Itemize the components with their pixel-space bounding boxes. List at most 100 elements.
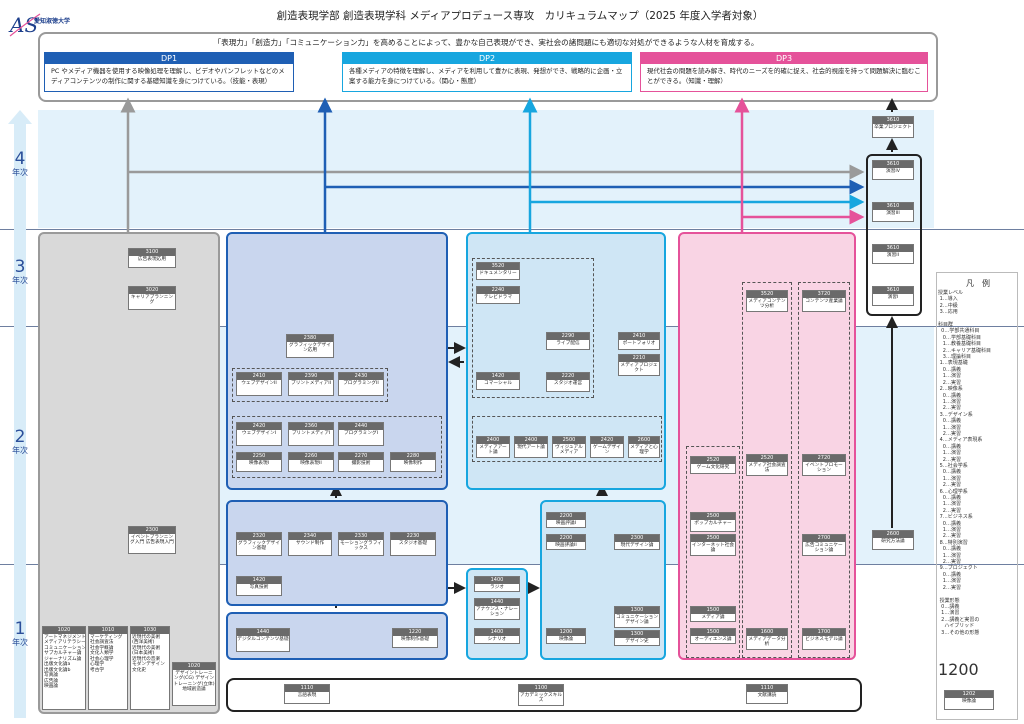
band-year4 <box>38 110 934 228</box>
divider-4-3 <box>0 229 1024 230</box>
dp3-box: DP3 現代社会の問題を読み解き、時代のニーズを的確に捉え、社会的視座を持って問… <box>640 52 928 92</box>
cluster-dp3-b <box>742 282 792 658</box>
cluster-year2-upper <box>232 368 388 402</box>
cluster-dp2-media <box>472 416 662 462</box>
legend-box <box>936 272 1018 720</box>
divider-2-1 <box>0 564 1024 565</box>
dp2-box: DP2 各種メディアの特徴を理解し、メディアを利用して豊かに表現、発想ができ、戦… <box>342 52 632 92</box>
dp1-title: DP1 <box>45 53 293 64</box>
dp1-text: PC やメディア機器を使用する映像処理を理解し、ビデオやパンフレットなどのメディ… <box>51 67 285 85</box>
cluster-dp3-c <box>798 282 850 658</box>
dp1-box: DP1 PC やメディア機器を使用する映像処理を理解し、ビデオやパンフレットなど… <box>44 52 294 92</box>
legend-sample-number: 1200 <box>938 660 979 679</box>
university-name: 愛知淑徳大学 <box>34 18 71 25</box>
legend-body: 授業レベル 1…導入 2…中級 3…応用 科目群 0…学部共通科目 0…学部基礎… <box>938 290 991 636</box>
legend-title: 凡 例 <box>966 279 990 288</box>
dp3-title: DP3 <box>641 53 927 64</box>
dp1-group-upper <box>226 232 448 490</box>
intro-text: 「表現力」「創造力」「コミュニケーション力」を高めることによって、豊かな自己表現… <box>213 38 759 47</box>
cluster-year2-media <box>232 416 442 478</box>
dp-frame <box>38 32 938 102</box>
cluster-dp3-a <box>686 446 740 658</box>
page-title: 創造表現学部 創造表現学科 メディアプロデュース専攻 カリキュラムマップ（202… <box>276 10 764 22</box>
university-logo: AS <box>8 10 88 40</box>
seminar-group <box>866 154 922 316</box>
dp2-title: DP2 <box>343 53 631 64</box>
common-foundation-group <box>226 678 862 712</box>
cluster-dp2-main <box>472 258 594 398</box>
dp2-text: 各種メディアの特徴を理解し、メディアを利用して豊かに表現、発想ができ、戦略的に企… <box>349 67 623 85</box>
